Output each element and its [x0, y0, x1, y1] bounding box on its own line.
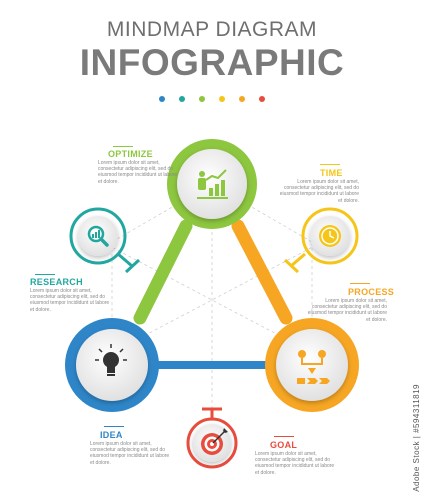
label-process: PROCESS — [348, 287, 395, 297]
research-ring — [69, 207, 127, 265]
tick-research — [35, 274, 55, 275]
arm-optimize-idea — [133, 219, 193, 325]
arm-optimize-process — [231, 219, 293, 325]
node-time — [301, 207, 359, 265]
text-idea: Lorem ipsum dolor sit amet, consectetur … — [90, 441, 170, 466]
magnifier-chart-icon — [87, 225, 109, 247]
process-flow-icon — [297, 350, 330, 384]
text-optimize: Lorem ipsum dolor sit amet, consectetur … — [98, 160, 178, 185]
dot-4 — [219, 96, 225, 102]
tick-idea — [104, 426, 124, 427]
optimize-face — [177, 149, 247, 219]
dot-5 — [239, 96, 245, 102]
label-optimize: OPTIMIZE — [108, 149, 153, 159]
research-bar — [124, 258, 141, 274]
tick-process — [350, 283, 370, 284]
node-optimize — [167, 139, 257, 229]
node-process — [265, 318, 359, 412]
research-stem — [117, 252, 133, 268]
label-goal: GOAL — [270, 440, 298, 450]
node-research — [69, 207, 127, 265]
node-idea — [65, 318, 159, 412]
clock-icon — [319, 225, 341, 247]
dot-2 — [179, 96, 185, 102]
text-process: Lorem ipsum dolor sit amet, consectetur … — [307, 298, 387, 323]
label-research: RESEARCH — [30, 277, 83, 287]
title-line-1: MINDMAP DIAGRAM — [106, 18, 318, 41]
dot-6 — [259, 96, 265, 102]
tick-goal — [274, 436, 294, 437]
target-arrow-icon — [201, 428, 228, 455]
title-line-2: INFOGRAPHIC — [79, 42, 345, 83]
time-bar — [283, 258, 300, 274]
growth-chart-person-icon — [197, 169, 228, 199]
text-time: Lorem ipsum dolor sit amet, consectetur … — [279, 179, 359, 204]
time-stem — [290, 252, 306, 268]
goal-ring — [186, 417, 238, 469]
tick-optimize — [113, 146, 133, 147]
text-goal: Lorem ipsum dolor sit amet, consectetur … — [255, 451, 335, 476]
tick-time — [320, 164, 340, 165]
dot-3 — [199, 96, 205, 102]
text-research: Lorem ipsum dolor sit amet, consectetur … — [30, 288, 110, 313]
color-dots — [0, 89, 424, 107]
time-ring — [301, 207, 359, 265]
stock-watermark: Adobe Stock | #594311819 — [412, 384, 421, 492]
label-time: TIME — [320, 168, 343, 178]
label-idea: IDEA — [100, 430, 123, 440]
dot-1 — [159, 96, 165, 102]
node-goal — [186, 417, 238, 469]
lightbulb-icon — [95, 344, 127, 376]
